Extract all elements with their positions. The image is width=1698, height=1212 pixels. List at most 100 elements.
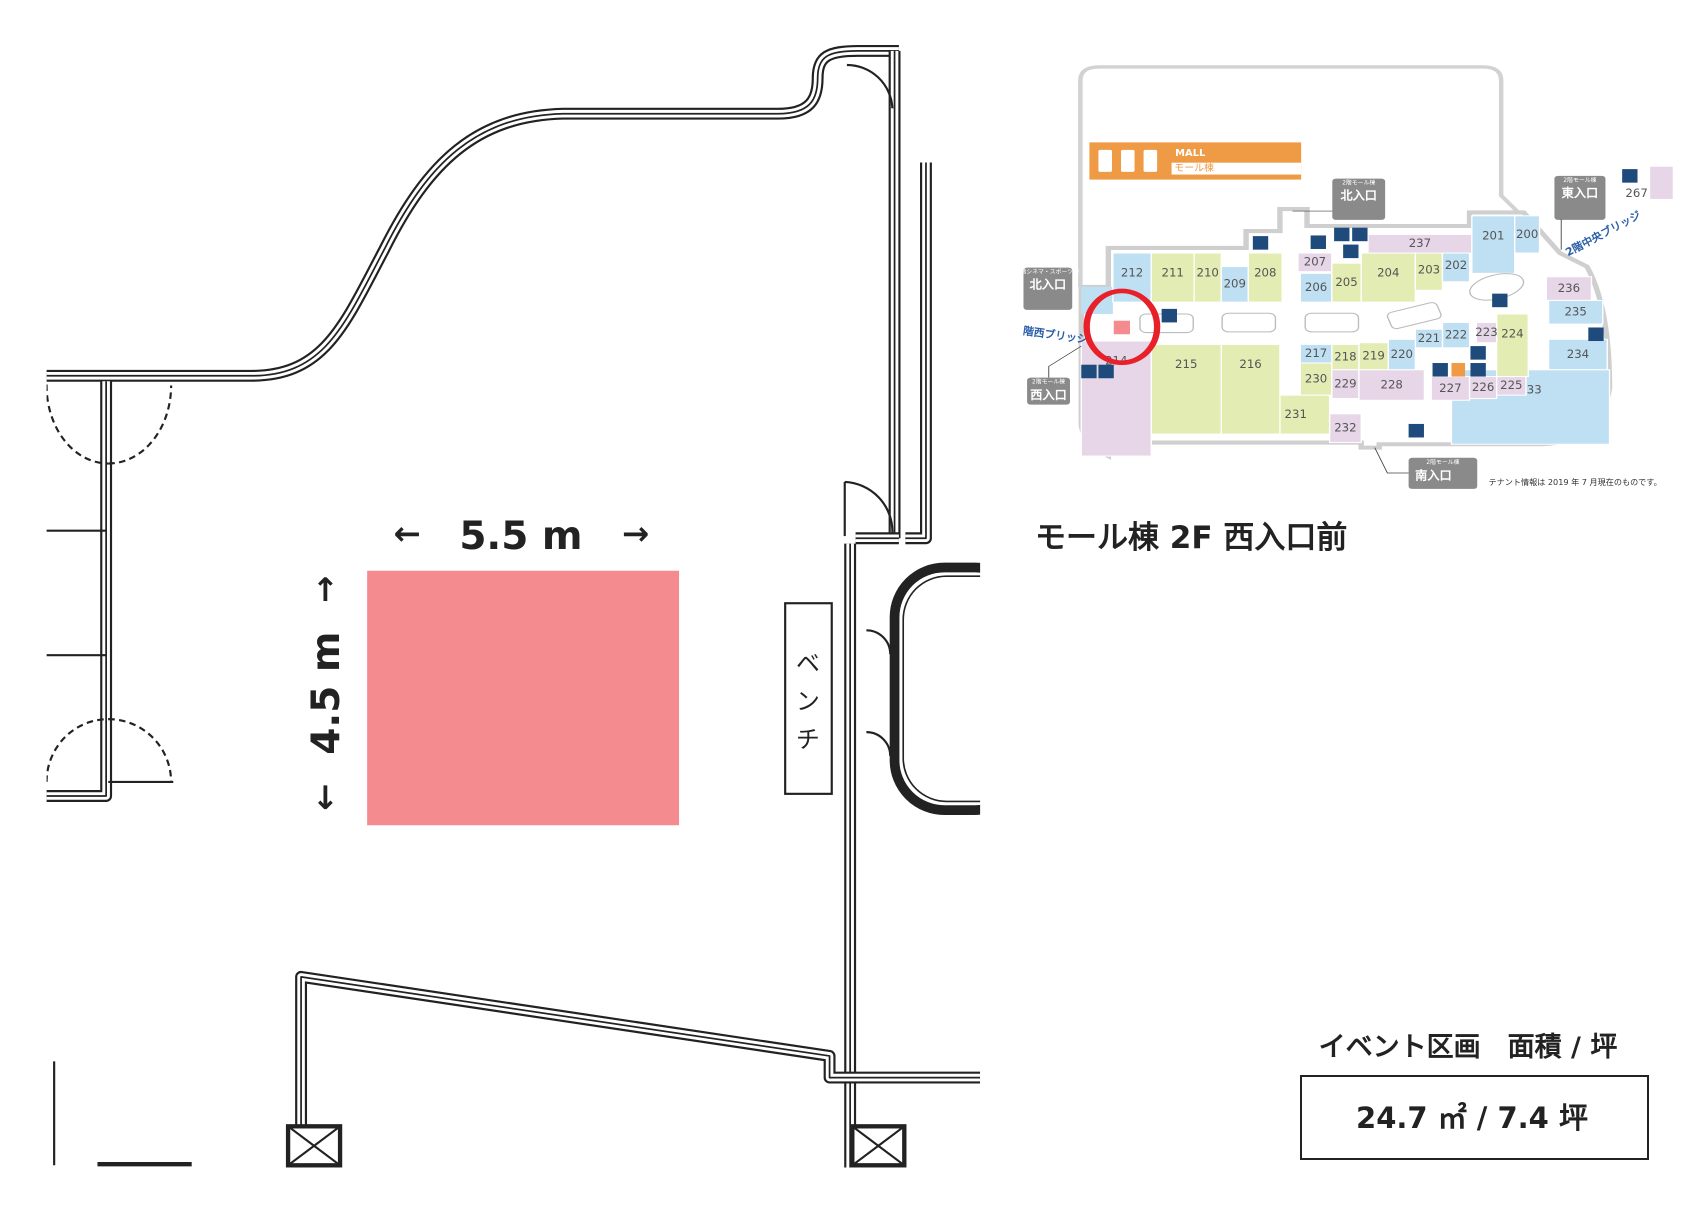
wall bbox=[46, 50, 899, 377]
door-arc bbox=[866, 629, 892, 756]
baby-care-icon bbox=[1451, 363, 1466, 377]
unit-shape bbox=[1414, 328, 1444, 349]
entrance-name: 北入口 bbox=[1030, 277, 1067, 292]
unit-number: 206 bbox=[1305, 280, 1327, 294]
unit-203: 203 bbox=[1414, 249, 1444, 291]
unit-number: 211 bbox=[1162, 266, 1184, 280]
unit-shape bbox=[1547, 299, 1604, 325]
unit-225: 225 bbox=[1495, 376, 1527, 396]
unit-shape bbox=[1495, 376, 1527, 396]
unit-number: 224 bbox=[1501, 327, 1523, 341]
unit-224: 224 bbox=[1495, 313, 1529, 378]
leader-line bbox=[1048, 345, 1082, 378]
unit-206: 206 bbox=[1299, 272, 1333, 303]
wall bbox=[905, 162, 927, 540]
pillar bbox=[285, 1124, 343, 1168]
unit-229: 229 bbox=[1331, 369, 1360, 400]
bench-label: ベ bbox=[796, 649, 820, 677]
wall bbox=[46, 47, 899, 380]
unit-number: 237 bbox=[1409, 236, 1431, 250]
entrance-sub: 2階モール棟 bbox=[1342, 179, 1375, 187]
stairs-icon bbox=[1098, 364, 1114, 379]
adjacent-room-inner bbox=[902, 575, 981, 803]
unit-227: 227 bbox=[1430, 376, 1471, 401]
unit-205: 205 bbox=[1331, 262, 1362, 303]
bench-label: ン bbox=[796, 687, 820, 715]
unit-shape bbox=[1495, 313, 1529, 378]
unit-number: 236 bbox=[1558, 281, 1580, 295]
unit-220: 220 bbox=[1387, 338, 1417, 371]
door-arc bbox=[108, 718, 173, 782]
escalator-icon bbox=[1408, 423, 1424, 438]
wall bbox=[46, 44, 899, 382]
unit-shape bbox=[1471, 215, 1516, 274]
unit-208: 208 bbox=[1247, 252, 1283, 303]
elevator-icon bbox=[1310, 235, 1326, 249]
event-booth-marker bbox=[1113, 320, 1131, 335]
entrance-sub: 2階モール棟 bbox=[1426, 458, 1459, 466]
unit-number: 231 bbox=[1285, 407, 1307, 421]
unit-217: 217 bbox=[1299, 343, 1333, 364]
unit-230: 230 bbox=[1299, 362, 1333, 396]
unit-223: 223 bbox=[1475, 321, 1498, 344]
unit-shape bbox=[1247, 252, 1283, 303]
height-arrow-right: → bbox=[306, 576, 344, 603]
unit-number: 216 bbox=[1239, 357, 1261, 371]
banner-subtitle: モール棟 bbox=[1174, 161, 1214, 174]
event-booth-area bbox=[367, 570, 680, 826]
unit-234: 234 bbox=[1547, 338, 1608, 371]
unit-218: 218 bbox=[1331, 343, 1360, 371]
unit-number: 208 bbox=[1254, 266, 1276, 280]
unit-215: 215 bbox=[1150, 343, 1222, 435]
unit-number: 223 bbox=[1475, 325, 1497, 339]
unit-211: 211 bbox=[1150, 252, 1195, 303]
dress-icon bbox=[1098, 149, 1112, 172]
unit-212: 212 bbox=[1112, 252, 1152, 303]
entrance-name: 北入口 bbox=[1340, 188, 1377, 203]
unit-number: 232 bbox=[1334, 421, 1356, 435]
unit-shape bbox=[1475, 321, 1498, 344]
unit-216: 216 bbox=[1220, 343, 1281, 435]
unit-number: 210 bbox=[1197, 266, 1219, 280]
escalator-icon bbox=[1492, 293, 1508, 308]
atm-icon bbox=[1470, 346, 1486, 360]
unit-number: 227 bbox=[1439, 381, 1461, 395]
restroom-icon bbox=[1343, 244, 1359, 259]
unit-number: 202 bbox=[1445, 258, 1467, 272]
unit-202: 202 bbox=[1441, 249, 1471, 283]
unit-209: 209 bbox=[1220, 266, 1250, 303]
door-arc bbox=[46, 718, 109, 782]
tenant-info-note: テナント情報は 2019 年 7 月現在のものです。 bbox=[1489, 477, 1662, 487]
wall bbox=[46, 381, 110, 800]
unit-201: 201 bbox=[1471, 215, 1516, 274]
unit-232: 232 bbox=[1328, 413, 1362, 444]
unit-number: 222 bbox=[1445, 327, 1467, 341]
atm-icon bbox=[1334, 227, 1350, 242]
door-arc bbox=[844, 480, 894, 533]
unit-shape bbox=[1547, 338, 1608, 371]
unit-shape bbox=[1441, 321, 1471, 349]
unit-number: 209 bbox=[1224, 277, 1246, 291]
width-dimension-label: 5.5 m bbox=[459, 514, 582, 559]
atrium-void bbox=[1386, 302, 1442, 330]
unit-number: 220 bbox=[1391, 347, 1413, 361]
area-value-box bbox=[1300, 1075, 1649, 1160]
elevator-icon bbox=[1588, 327, 1604, 342]
unit-number: 267 bbox=[1625, 186, 1647, 200]
unit-shape bbox=[1441, 249, 1471, 283]
location-highlight-circle bbox=[1083, 288, 1161, 366]
smoking-icon bbox=[1432, 363, 1448, 377]
location-title: モール棟 2F 西入口前 bbox=[1035, 520, 1347, 556]
unit-number: 226 bbox=[1472, 380, 1494, 394]
wall bbox=[46, 381, 113, 802]
unit-number: 200 bbox=[1516, 227, 1538, 241]
unit-number: 219 bbox=[1362, 349, 1384, 363]
unit-number: 205 bbox=[1335, 275, 1357, 289]
entrance-name: 東入口 bbox=[1562, 185, 1599, 200]
bench: ベ ン チ bbox=[784, 602, 833, 795]
unit-number: 218 bbox=[1334, 349, 1356, 363]
